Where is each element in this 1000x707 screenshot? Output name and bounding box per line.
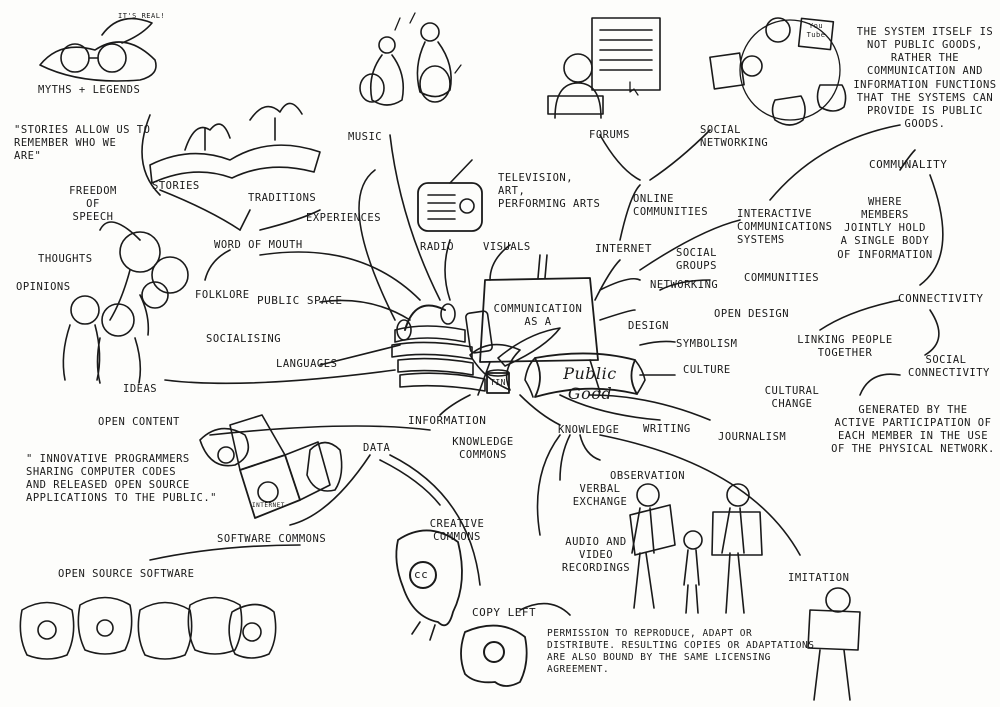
journalism-label: JOURNALISM <box>718 431 787 443</box>
creative-commons-mascot-sketch <box>395 529 463 641</box>
knowledge-label: KNOWLEDGE <box>558 424 620 436</box>
music-dancers-sketch <box>359 12 462 106</box>
social-connectivity-label: SOCIAL CONNECTIVITY <box>908 354 990 380</box>
open-source-mascots-sketch <box>19 596 277 660</box>
television-label: TELEVISION, ART, PERFORMING ARTS <box>498 172 601 211</box>
music-label: MUSIC <box>348 131 383 143</box>
imitation-label: IMITATION <box>788 572 850 584</box>
software-commons-box-sketch <box>199 414 343 519</box>
audio-video-label: AUDIO AND VIDEO RECORDINGS <box>561 536 631 575</box>
word-of-mouth-label: WORD OF MOUTH <box>214 239 303 251</box>
social-networking-label: SOCIAL NETWORKING <box>700 124 769 150</box>
copy-left-label: COPY LEFT <box>472 606 537 619</box>
information-label: INFORMATION <box>408 414 487 427</box>
knowledge-commons-label: KNOWLEDGE COMMONS <box>452 436 514 462</box>
internet-box-label: INTERNET <box>252 502 285 509</box>
forums-person-sketch <box>547 17 661 119</box>
verbal-exchange-label: VERBAL EXCHANGE <box>572 483 628 509</box>
visuals-label: VISUALS <box>483 241 531 253</box>
linking-people-label: LINKING PEOPLE TOGETHER <box>797 334 893 360</box>
social-networking-sketch <box>709 17 847 126</box>
data-label: DATA <box>363 442 391 454</box>
forums-label: FORUMS <box>589 129 630 141</box>
board-title: COMMUNICATION AS A <box>493 303 583 329</box>
socialising-label: SOCIALISING <box>206 333 282 345</box>
folklore-label: FOLKLORE <box>195 289 250 301</box>
traditions-label: TRADITIONS <box>248 192 317 204</box>
communality-label: COMMUNALITY <box>869 158 948 171</box>
creative-commons-label: CREATIVE COMMONS <box>429 518 485 544</box>
copyleft-description: PERMISSION TO REPRODUCE, ADAPT OR DISTRI… <box>547 628 815 675</box>
where-members-label: WHERE MEMBERS JOINTLY HOLD A SINGLE BODY… <box>837 196 933 261</box>
ideas-figures-sketch <box>62 231 189 384</box>
culture-label: CULTURE <box>683 364 731 376</box>
stories-quote: "STORIES ALLOW US TO REMEMBER WHO WE ARE… <box>14 124 151 163</box>
programmers-quote: " INNOVATIVE PROGRAMMERS SHARING COMPUTE… <box>26 453 218 505</box>
cc-logo-label: cc <box>414 568 429 581</box>
networking-label: NETWORKING <box>650 279 719 291</box>
ideas-label: IDEAS <box>123 383 158 395</box>
connectivity-label: CONNECTIVITY <box>898 292 984 305</box>
interactive-systems-label: INTERACTIVE COMMUNICATIONS SYSTEMS <box>737 208 833 247</box>
public-good-banner: Public Good <box>563 364 617 403</box>
stories-book-sketch <box>149 102 321 184</box>
open-source-software-label: OPEN SOURCE SOFTWARE <box>58 568 195 580</box>
radio-label: RADIO <box>420 241 455 253</box>
symbolism-label: SYMBOLISM <box>676 338 738 350</box>
languages-label: LANGUAGES <box>276 358 338 370</box>
social-groups-label: SOCIAL GROUPS <box>676 247 717 273</box>
public-space-label: PUBLIC SPACE <box>257 294 343 307</box>
youtube-logo-label: You Tube <box>806 22 826 39</box>
knowledge-readers-sketch <box>629 483 861 701</box>
software-commons-label: SOFTWARE COMMONS <box>217 533 327 545</box>
writing-label: WRITING <box>643 423 691 435</box>
myths-glasses-sketch <box>39 17 157 82</box>
stories-label: STORIES <box>152 180 200 192</box>
inkwell-label: Tin <box>490 378 506 387</box>
experiences-label: EXPERIENCES <box>306 212 382 224</box>
radio-sketch <box>417 159 483 232</box>
open-design-label: OPEN DESIGN <box>714 308 790 320</box>
communities-label: COMMUNITIES <box>744 272 820 284</box>
its-real-label: IT'S REAL! <box>118 12 166 20</box>
internet-label: INTERNET <box>595 242 652 255</box>
open-content-label: OPEN CONTENT <box>98 416 180 428</box>
myths-legends-label: MYTHS + LEGENDS <box>38 84 141 96</box>
connector-arrows <box>99 114 944 616</box>
design-label: DESIGN <box>628 320 669 332</box>
opinions-label: OPINIONS <box>16 281 71 293</box>
observation-label: OBSERVATION <box>610 470 686 482</box>
thoughts-label: THOUGHTS <box>38 253 93 265</box>
freedom-speech-label: FREEDOM OF SPEECH <box>69 185 117 224</box>
cultural-change-label: CULTURAL CHANGE <box>764 385 820 411</box>
central-illustration <box>391 254 646 398</box>
system-quote: THE SYSTEM ITSELF IS NOT PUBLIC GOODS, R… <box>853 26 997 130</box>
online-communities-label: ONLINE COMMUNITIES <box>633 193 709 219</box>
copyleft-mascot-sketch <box>460 624 528 687</box>
generated-label: GENERATED BY THE ACTIVE PARTICIPATION OF… <box>831 404 995 456</box>
